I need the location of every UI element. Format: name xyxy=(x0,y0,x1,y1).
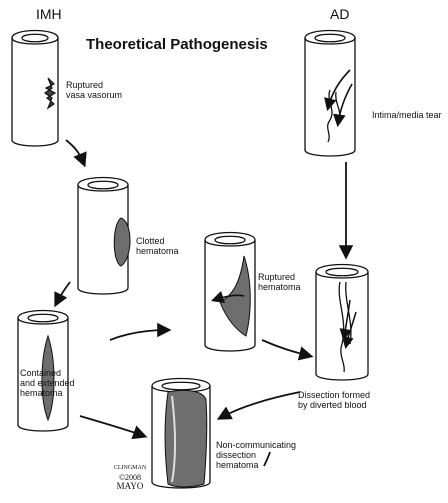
label-intima-tear: Intima/media tear xyxy=(372,110,442,120)
vessel-contained xyxy=(17,309,69,432)
vessel-dissection xyxy=(315,263,369,381)
arrow-contained-to-noncomm xyxy=(79,415,148,440)
clotted-hematoma xyxy=(113,217,131,267)
label-clotted: Clotted hematoma xyxy=(136,236,179,256)
flow-arrows xyxy=(54,139,354,467)
contained-hematoma xyxy=(41,334,55,422)
vessel-non-communicating xyxy=(151,377,211,489)
arrow-dissection-to-noncomm xyxy=(216,391,301,420)
non-communicating-hematoma xyxy=(164,389,208,488)
mayo-credit: CLINGMAN ©2008 MAYO xyxy=(110,464,150,491)
vessel-ruptured-hematoma xyxy=(204,231,256,352)
vessel-intima-tear xyxy=(304,29,356,157)
tear-arrows xyxy=(324,69,353,128)
vessel-clotted xyxy=(77,176,129,295)
label-ruptured-hematoma: Ruptured hematoma xyxy=(258,272,301,292)
imh-heading: IMH xyxy=(36,6,62,22)
vessel-ruptured-vasa xyxy=(11,29,59,147)
vasa-rupture-mark xyxy=(43,77,57,110)
credit-org: MAYO xyxy=(116,481,144,491)
credit-artist: CLINGMAN xyxy=(113,465,147,471)
label-ruptured-vasa: Ruptured vasa vasorum xyxy=(66,80,123,100)
non-communicating-lumen xyxy=(171,395,176,483)
arrow-vasa-to-clotted xyxy=(65,139,87,168)
label-dissection-formed: Dissection formed by diverted blood xyxy=(298,390,371,410)
label-pointer xyxy=(263,451,271,467)
dissection-arrows xyxy=(339,299,357,349)
ad-heading: AD xyxy=(330,6,350,22)
arrow-clotted-to-contained xyxy=(54,281,71,308)
label-non-communicating: Non-communicating dissection hematoma xyxy=(216,440,297,470)
arrow-ruptured-to-dissection xyxy=(261,339,314,361)
credit-year: ©2008 xyxy=(118,473,142,482)
label-contained: Contained and extended hematoma xyxy=(20,368,75,398)
rupture-arrow xyxy=(210,290,245,304)
diagram-title: Theoretical Pathogenesis xyxy=(86,36,268,53)
arrow-contained-to-ruptured xyxy=(109,322,172,341)
